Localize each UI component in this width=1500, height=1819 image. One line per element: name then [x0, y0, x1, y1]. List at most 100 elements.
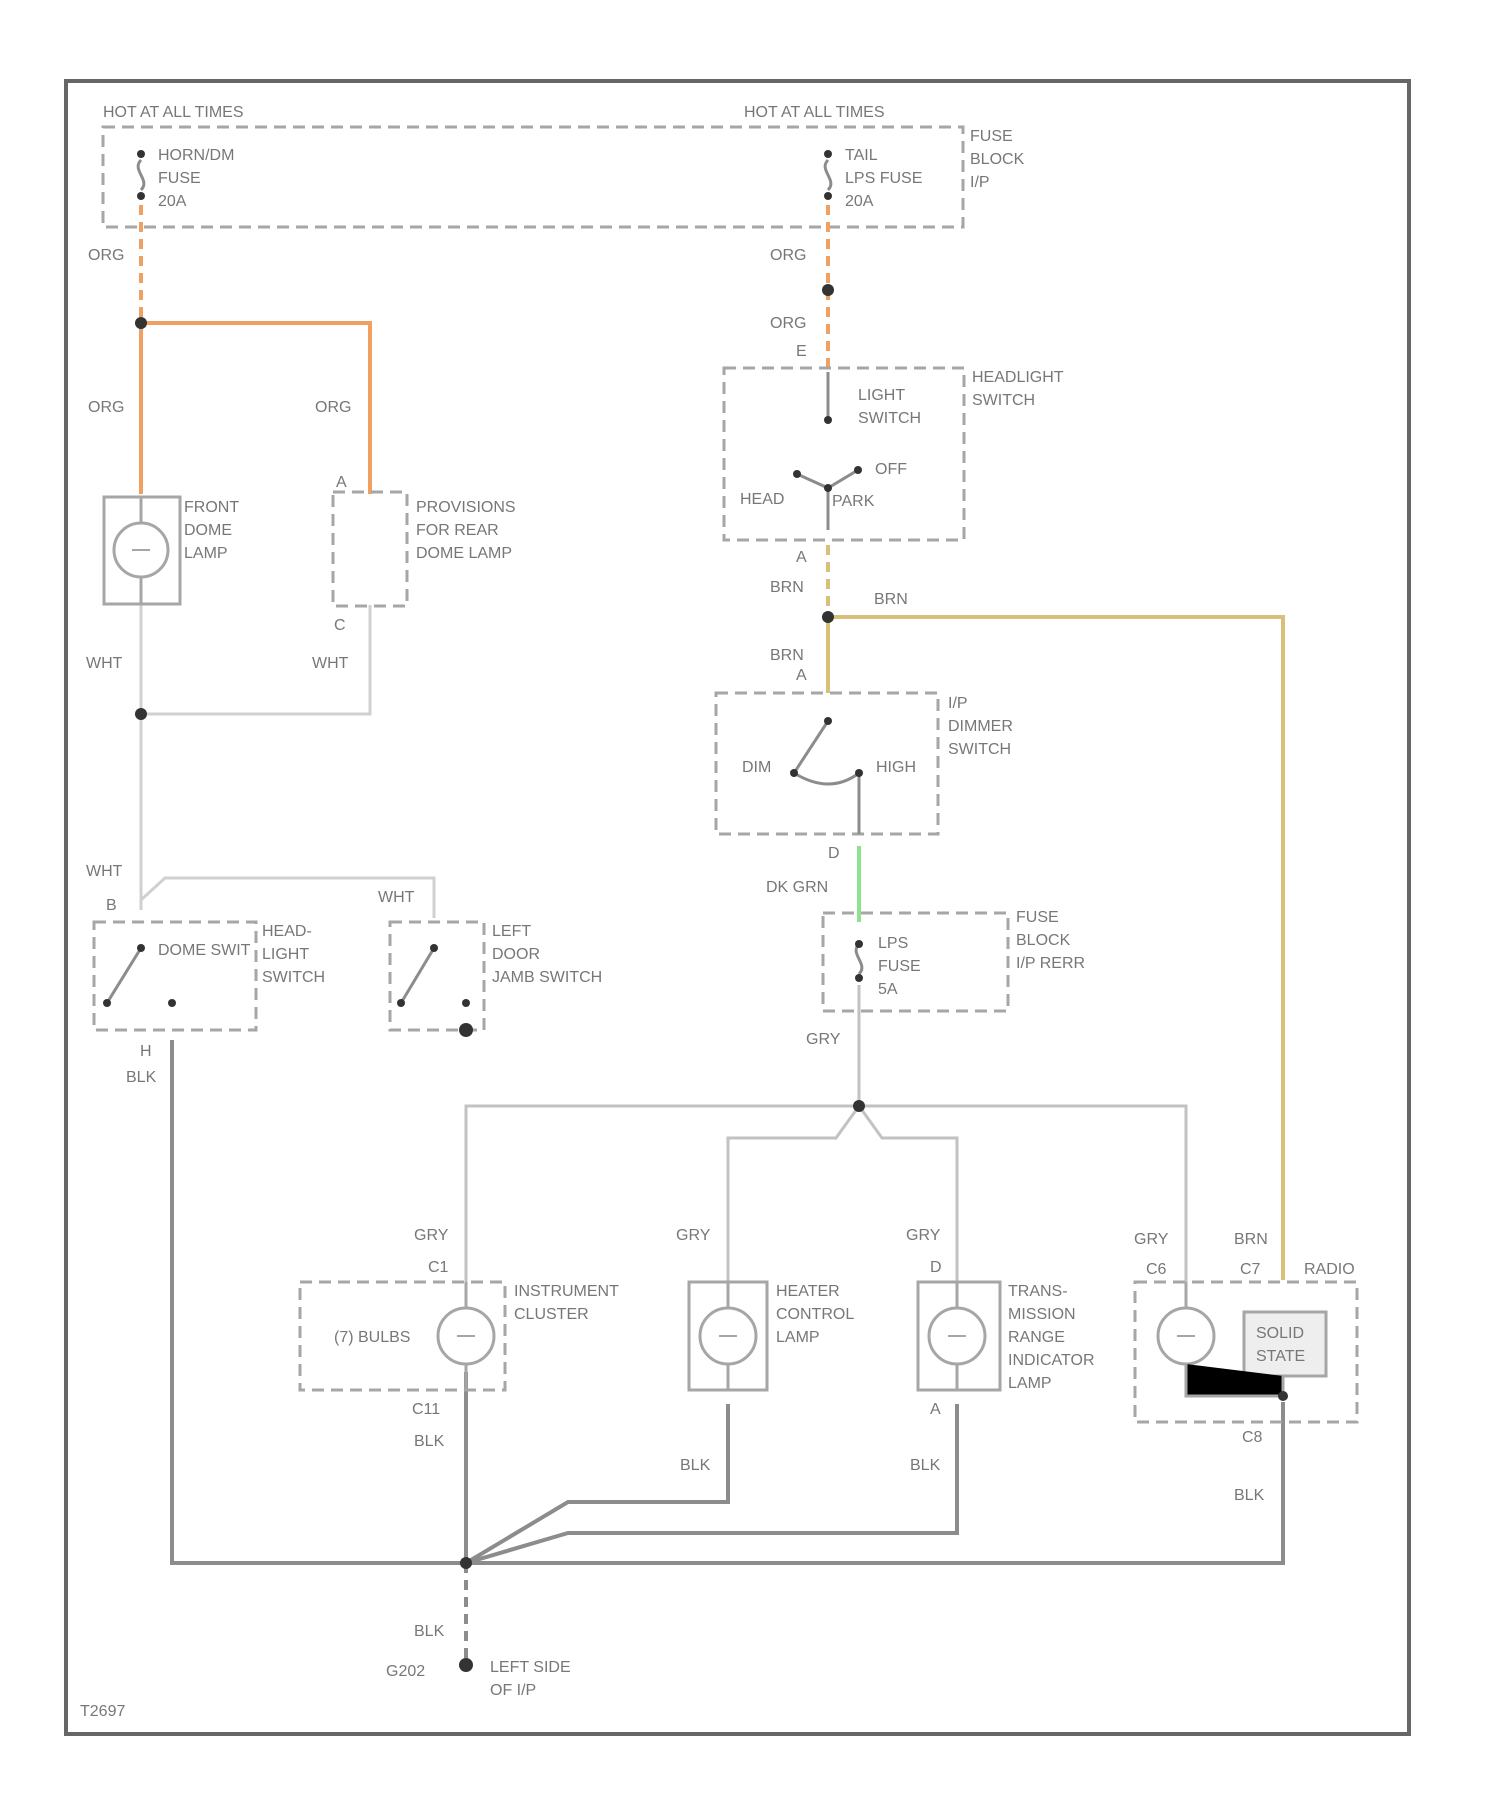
brn-label-1: BRN — [770, 579, 804, 596]
fuse-right-link — [825, 160, 831, 190]
dimmer-switch-line-2: DIMMER — [948, 718, 1013, 735]
door-jamb-line-3: JAMB SWITCH — [492, 969, 602, 986]
gry-wire-trans — [859, 1106, 957, 1282]
rear-dome-box — [333, 492, 407, 606]
cluster-bulbs-label: (7) BULBS — [334, 1329, 410, 1346]
pin-c11: C11 — [412, 1401, 440, 1418]
brn-label-4: BRN — [1234, 1231, 1268, 1248]
pin-d-trans: D — [930, 1259, 942, 1276]
blk-label-5: BLK — [1234, 1487, 1265, 1504]
diagram-frame — [66, 81, 1409, 1734]
gry-wire-heater — [728, 1106, 859, 1282]
trans-lamp-line-4: INDICATOR — [1008, 1352, 1095, 1369]
labels: HOT AT ALL TIMES HOT AT ALL TIMES HORN/D… — [80, 104, 1355, 1720]
light-switch-line-2: SWITCH — [858, 410, 921, 427]
blk-label-3: BLK — [680, 1457, 711, 1474]
fuse-left-link — [138, 160, 144, 190]
fuse-block-line-1: FUSE — [970, 128, 1013, 145]
org-label-5: ORG — [315, 399, 351, 416]
pin-h-dome: H — [140, 1043, 152, 1060]
pin-d-dimmer: D — [828, 845, 840, 862]
rear-dome-line-2: FOR REAR — [416, 522, 499, 539]
door-jamb-blade — [401, 948, 434, 1003]
trans-lamp-line-1: TRANS- — [1008, 1283, 1068, 1300]
solid-state-box — [1244, 1312, 1326, 1376]
heater-lamp-line-3: LAMP — [776, 1329, 820, 1346]
fuse-lps-line-3: 5A — [878, 981, 898, 998]
cluster-bulb — [438, 1282, 494, 1390]
gry-label-1: GRY — [806, 1031, 841, 1048]
fuse-right-line-3: 20A — [845, 193, 874, 210]
trans-indicator-lamp — [929, 1282, 985, 1390]
solid-state-line-1: SOLID — [1256, 1325, 1304, 1342]
fuse-lps-link — [856, 944, 862, 974]
ground-code: G202 — [386, 1663, 425, 1680]
gry-label-5: GRY — [1134, 1231, 1169, 1248]
trans-lamp-line-2: MISSION — [1008, 1306, 1076, 1323]
fuse-left-line-1: HORN/DM — [158, 147, 234, 164]
blk-wire-trans — [466, 1404, 957, 1563]
pin-c7: C7 — [1240, 1261, 1261, 1278]
fuse-lps-line-2: FUSE — [878, 958, 921, 975]
light-switch-line-1: LIGHT — [858, 387, 905, 404]
door-jamb-line-2: DOOR — [492, 946, 540, 963]
fuse-block-rear-line-1: FUSE — [1016, 909, 1059, 926]
fuse-left-line-2: FUSE — [158, 170, 201, 187]
pin-c8: C8 — [1242, 1429, 1263, 1446]
pin-e: E — [796, 343, 807, 360]
front-dome-lamp — [114, 497, 168, 604]
dkgrn-label: DK GRN — [766, 879, 828, 896]
fuse-right-line-2: LPS FUSE — [845, 170, 922, 187]
pin-b-dome: B — [106, 897, 117, 914]
instrument-cluster-line-2: CLUSTER — [514, 1306, 589, 1323]
org-label-1: ORG — [88, 247, 124, 264]
wht-label-1: WHT — [86, 655, 123, 672]
brn-label-3: BRN — [770, 647, 804, 664]
circuit-nodes — [103, 150, 1288, 1672]
radio-label: RADIO — [1304, 1261, 1355, 1278]
pin-a-dimmer: A — [796, 667, 807, 684]
trans-lamp-line-5: LAMP — [1008, 1375, 1052, 1392]
dome-switch-b-line-2: LIGHT — [262, 946, 309, 963]
org-label-4: ORG — [88, 399, 124, 416]
diagram-id: T2697 — [80, 1703, 125, 1720]
door-jamb-line-1: LEFT — [492, 923, 531, 940]
switch-park-label: PARK — [832, 493, 875, 510]
dome-switch-b-line-1: HEAD- — [262, 923, 312, 940]
pin-a-trans: A — [930, 1401, 941, 1418]
front-dome-line-2: DOME — [184, 522, 232, 539]
ground-line-2: OF I/P — [490, 1682, 536, 1699]
ground-line-1: LEFT SIDE — [490, 1659, 571, 1676]
blk-label-2: BLK — [414, 1433, 445, 1450]
dome-switch-blade — [107, 948, 141, 1003]
gry-label-2: GRY — [414, 1227, 449, 1244]
brn-label-2: BRN — [874, 591, 908, 608]
hot-at-all-times-left: HOT AT ALL TIMES — [103, 104, 244, 121]
blk-wire-dome-switch — [172, 1040, 466, 1563]
dimmer-high-label: HIGH — [876, 759, 916, 776]
dimmer-switch-line-3: SWITCH — [948, 741, 1011, 758]
dome-switch-b-line-3: SWITCH — [262, 969, 325, 986]
fuse-block-box — [103, 127, 963, 227]
fuse-block-rear-line-3: I/P RERR — [1016, 955, 1085, 972]
blk-label-6: BLK — [414, 1623, 445, 1640]
wht-label-4: WHT — [378, 889, 415, 906]
org-label-3: ORG — [770, 315, 806, 332]
gry-label-3: GRY — [676, 1227, 711, 1244]
fuse-lps-line-1: LPS — [878, 935, 908, 952]
switch-off-label: OFF — [875, 461, 907, 478]
fuse-block-line-3: I/P — [970, 174, 990, 191]
solid-state-line-2: STATE — [1256, 1348, 1305, 1365]
gry-wire-cluster — [466, 1106, 859, 1282]
blk-label-4: BLK — [910, 1457, 941, 1474]
pin-a-rear: A — [336, 474, 347, 491]
pin-c1: C1 — [428, 1259, 449, 1276]
instrument-cluster-line-1: INSTRUMENT — [514, 1283, 619, 1300]
dimmer-dim-label: DIM — [742, 759, 771, 776]
headlight-switch-box — [724, 368, 964, 540]
blk-label-1: BLK — [126, 1069, 157, 1086]
gry-label-4: GRY — [906, 1227, 941, 1244]
pin-c6: C6 — [1146, 1261, 1167, 1278]
